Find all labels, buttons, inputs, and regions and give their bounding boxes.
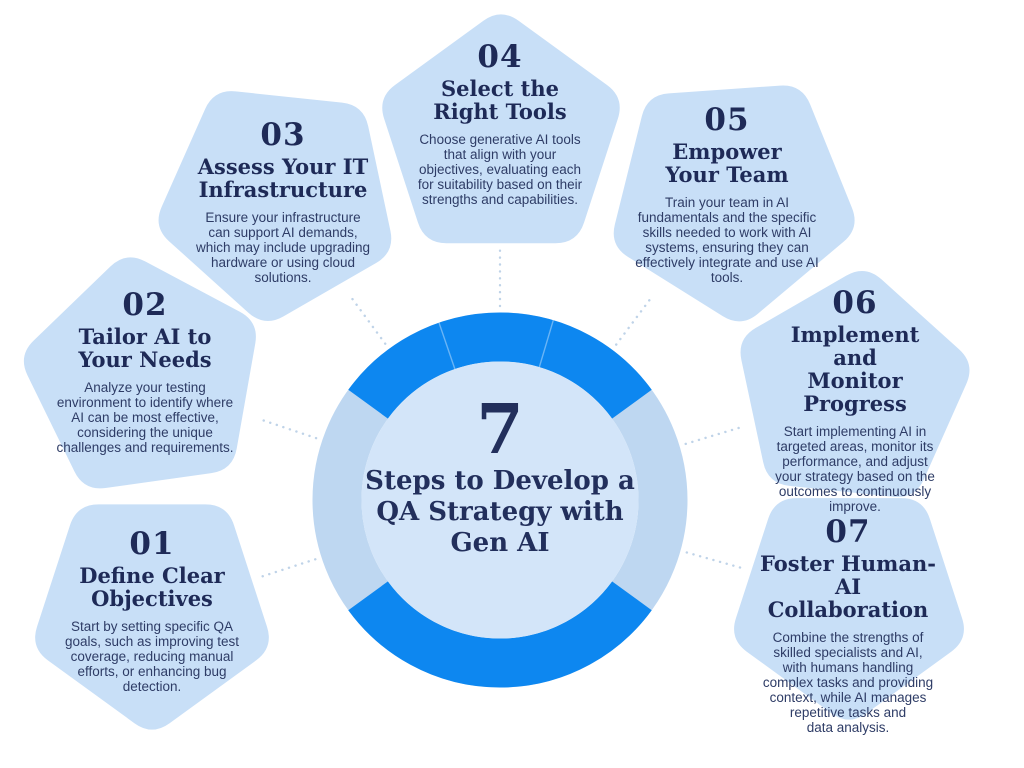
ring-divider-left xyxy=(438,322,456,370)
step-card-03: 03 Assess Your IT Infrastructure Ensure … xyxy=(195,117,371,286)
step-number: 07 xyxy=(825,514,871,550)
connector-step-05 xyxy=(615,293,655,346)
step-description: Train your team in AI fundamentals and t… xyxy=(635,195,819,285)
ring-divider-right xyxy=(538,320,554,368)
step-number: 05 xyxy=(704,102,750,138)
pentagon-shapes xyxy=(23,14,970,730)
step-number: 02 xyxy=(122,287,168,323)
center-label: 7 Steps to Develop a QA Strategy with Ge… xyxy=(365,390,635,559)
step-title: Tailor AI to Your Needs xyxy=(78,324,212,372)
pentagon-card-shape-03 xyxy=(158,91,392,322)
connector-step-06 xyxy=(684,424,747,446)
connector-step-03 xyxy=(347,292,387,345)
step-description: Combine the strengths of skilled special… xyxy=(762,630,934,735)
step-number: 06 xyxy=(832,285,878,321)
step-description: Start by setting specific QA goals, such… xyxy=(64,619,240,694)
pentagon-card-shape-07 xyxy=(734,498,964,720)
pentagon-card-shape-05 xyxy=(613,85,855,322)
ring-bright-arc-bottom xyxy=(348,580,652,688)
step-title: Implement and Monitor Progress xyxy=(790,322,920,416)
step-number: 03 xyxy=(260,117,306,153)
step-number: 04 xyxy=(477,39,523,75)
step-description: Choose generative AI tools that align wi… xyxy=(417,132,583,207)
center-number: 7 xyxy=(476,390,524,470)
pentagon-card-shape-02 xyxy=(23,257,256,489)
step-description: Analyze your testing environment to iden… xyxy=(56,380,234,455)
connector-step-07 xyxy=(685,551,748,571)
ring-bright-arc-top xyxy=(348,312,652,420)
connector-step-01 xyxy=(255,558,317,580)
step-title: Assess Your IT Infrastructure xyxy=(197,154,369,202)
step-title: Select the Right Tools xyxy=(433,76,567,124)
step-number: 01 xyxy=(129,526,175,562)
step-card-05: 05 Empower Your Team Train your team in … xyxy=(635,102,819,286)
step-title: Empower Your Team xyxy=(665,139,789,187)
step-card-02: 02 Tailor AI to Your Needs Analyze your … xyxy=(56,287,234,456)
pentagon-card-shape-01 xyxy=(35,504,269,730)
pentagon-card-shape-04 xyxy=(382,14,620,244)
pentagon-card-shape-06 xyxy=(740,270,970,498)
step-title: Foster Human-AI Collaboration xyxy=(760,551,936,622)
center-title: Steps to Develop a QA Strategy with Gen … xyxy=(365,466,635,558)
step-card-01: 01 Define Clear Objectives Start by sett… xyxy=(64,526,240,695)
step-description: Ensure your infrastructure can support A… xyxy=(195,210,371,285)
step-title: Define Clear Objectives xyxy=(79,563,225,611)
step-description: Start implementing AI in targeted areas,… xyxy=(775,424,935,514)
ring-inner-circle xyxy=(361,361,639,639)
connector-step-02 xyxy=(256,417,318,440)
step-card-07: 07 Foster Human-AI Collaboration Combine… xyxy=(760,514,936,736)
step-card-06: 06 Implement and Monitor Progress Start … xyxy=(771,285,940,515)
step-card-04: 04 Select the Right Tools Choose generat… xyxy=(417,39,583,208)
